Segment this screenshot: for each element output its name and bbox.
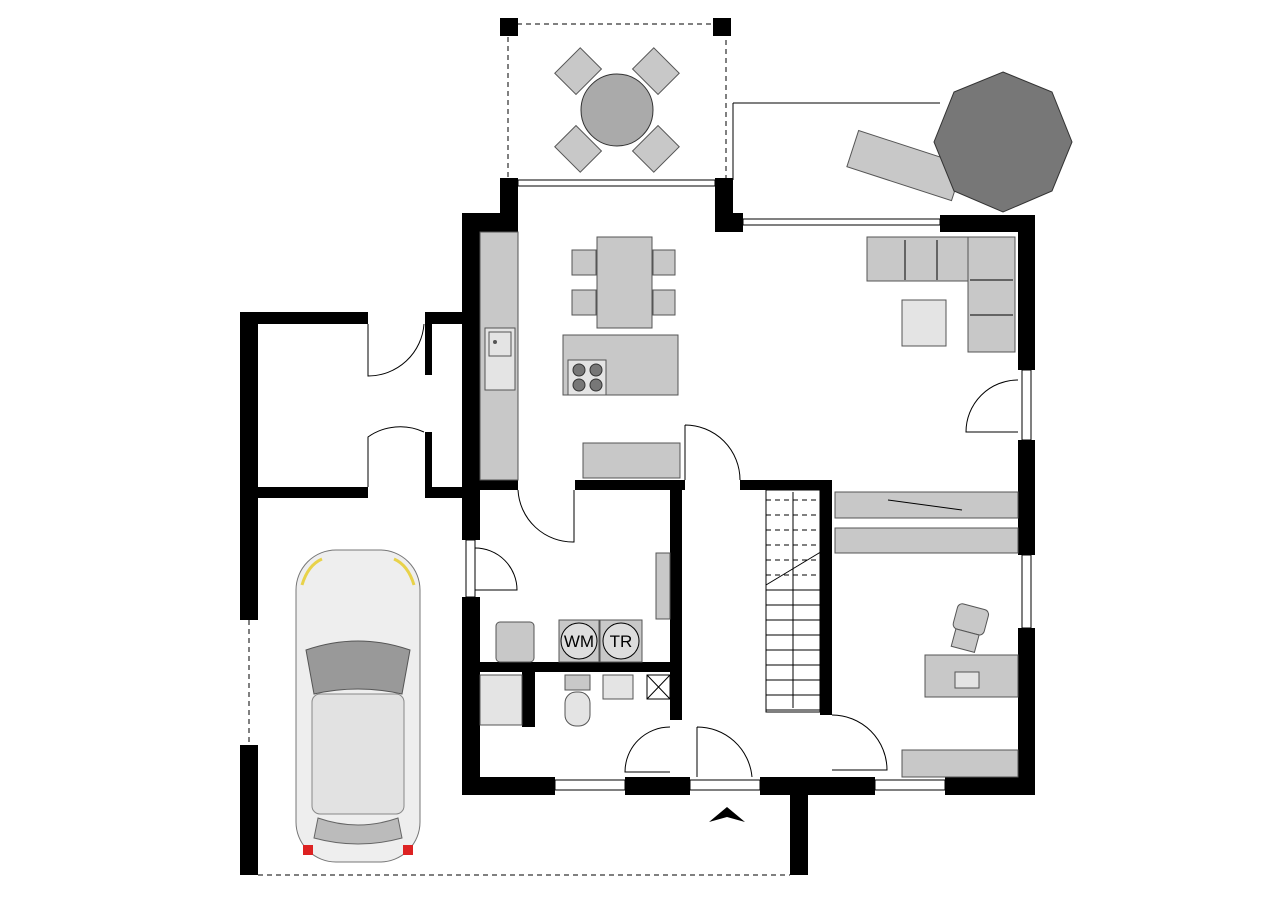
sofa <box>866 236 1016 353</box>
doors <box>367 323 1019 778</box>
boiler <box>655 552 671 620</box>
washbasin <box>602 674 634 700</box>
patio-window <box>517 179 716 187</box>
front-door-threshold <box>689 779 761 791</box>
entrance-arrow-icon <box>709 807 745 822</box>
window <box>554 779 626 791</box>
window <box>1021 369 1032 441</box>
tv-icon <box>887 499 963 511</box>
bookshelf <box>901 749 1019 778</box>
toilet-icon <box>564 674 591 727</box>
laptop-icon <box>954 671 980 689</box>
sink-icon <box>484 327 516 391</box>
washing-machine: WM <box>558 619 600 663</box>
patio-umbrella <box>933 71 1073 213</box>
dryer: TR <box>599 619 643 663</box>
window <box>874 779 946 791</box>
dryer-label: TR <box>610 632 633 651</box>
walls <box>240 178 1035 875</box>
cabinet <box>834 527 1019 554</box>
dining-table <box>596 236 653 329</box>
ottoman <box>901 299 947 347</box>
basin-tank <box>495 621 535 663</box>
terrace-window <box>742 218 941 226</box>
window <box>1021 554 1032 629</box>
hob-icon <box>567 359 607 396</box>
washing-machine-label: WM <box>564 632 594 651</box>
shaft-icon <box>646 674 671 700</box>
car <box>295 549 421 863</box>
office-chair <box>950 603 990 654</box>
staircase: (function(){var g=document.currentScript… <box>765 489 825 713</box>
shower <box>479 674 523 726</box>
dining-chairs <box>571 249 676 316</box>
patio-table-with-chairs <box>554 47 680 173</box>
window <box>465 539 476 598</box>
sideboard <box>582 442 681 479</box>
